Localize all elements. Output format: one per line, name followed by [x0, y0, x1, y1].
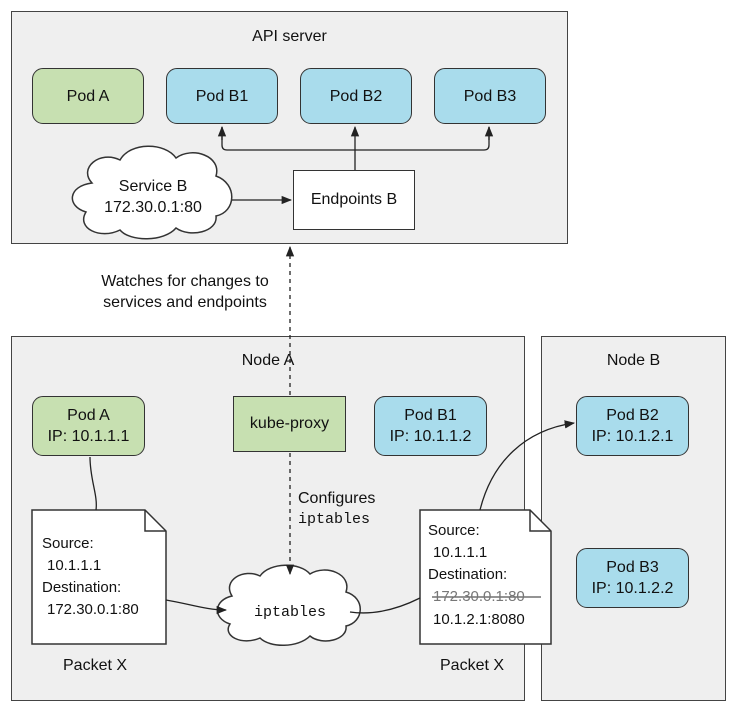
node-a-pod-a-ip: IP: 10.1.1.1 — [47, 428, 130, 445]
node-a-title: Node A — [241, 352, 295, 369]
node-b-pod-b2-ip: IP: 10.1.2.1 — [591, 428, 674, 445]
iptables-to-packet-line — [349, 597, 421, 614]
api-server-title: API server — [252, 28, 327, 45]
packet-left-dest: 172.30.0.1:80 — [47, 601, 139, 618]
api-pod-b2-label: Pod B2 — [329, 87, 383, 105]
api-pod-b1-label: Pod B1 — [195, 87, 249, 105]
service-b-name: Service B — [118, 178, 188, 195]
packet-left-document — [31, 509, 167, 645]
packet-right-source-label: Source: — [428, 522, 480, 539]
watch-label-line2: services and endpoints — [103, 294, 267, 311]
packet-right-source: 10.1.1.1 — [433, 544, 488, 561]
kube-proxy-label: kube-proxy — [249, 415, 330, 432]
pod-a-to-packet-line — [89, 456, 97, 511]
api-pod-a-label: Pod A — [66, 87, 110, 105]
endpoints-b-label: Endpoints B — [310, 191, 398, 208]
packet-right-dest-label: Destination: — [428, 566, 508, 583]
configures-label: Configures iptables — [298, 488, 388, 530]
endpoints-to-pods-connector — [217, 125, 494, 170]
node-b-pod-b3-ip: IP: 10.1.2.2 — [591, 580, 674, 597]
api-pod-b2: Pod B2 — [300, 68, 412, 124]
endpoints-b-box: Endpoints B — [293, 170, 415, 230]
node-a-pod-b1-ip: IP: 10.1.1.2 — [389, 428, 472, 445]
api-pod-a: Pod A — [32, 68, 144, 124]
packet-left-source: 10.1.1.1 — [47, 557, 102, 574]
node-a-pod-b1: Pod B1 IP: 10.1.1.2 — [374, 396, 487, 456]
node-b-title: Node B — [606, 352, 661, 369]
node-a-pod-a: Pod A IP: 10.1.1.1 — [32, 396, 145, 456]
iptables-label: iptables — [253, 604, 326, 621]
packet-left-caption: Packet X — [63, 657, 128, 674]
api-pod-b1: Pod B1 — [166, 68, 278, 124]
packet-left-source-label: Source: — [42, 535, 94, 552]
service-b-label: Service B 172.30.0.1:80 — [88, 176, 218, 218]
service-b-address: 172.30.0.1:80 — [104, 199, 202, 216]
packet-to-pod-b2-arrow — [479, 420, 576, 511]
packet-right-dest-new: 10.1.2.1:8080 — [433, 611, 525, 628]
api-pod-b3: Pod B3 — [434, 68, 546, 124]
packet-to-iptables-arrow — [165, 599, 228, 615]
packet-right-caption: Packet X — [440, 657, 505, 674]
kube-proxy-box: kube-proxy — [233, 396, 346, 452]
configures-iptables-text: iptables — [298, 511, 371, 528]
node-b-pod-b3: Pod B3 IP: 10.1.2.2 — [576, 548, 689, 608]
packet-left-dest-label: Destination: — [42, 579, 122, 596]
node-b-pod-b2-name: Pod B2 — [606, 407, 659, 424]
watch-label-line1: Watches for changes to — [101, 273, 269, 290]
api-pod-b3-label: Pod B3 — [463, 87, 517, 105]
iptables-cloud — [216, 564, 361, 646]
watch-label: Watches for changes to services and endp… — [80, 271, 290, 313]
packet-right-document — [419, 509, 552, 645]
node-b-pod-b3-name: Pod B3 — [606, 559, 659, 576]
service-b-cloud — [71, 145, 233, 240]
node-a-pod-b1-name: Pod B1 — [404, 407, 457, 424]
configures-text: Configures — [298, 490, 376, 507]
packet-right-dest-old: 172.30.0.1:80 — [433, 588, 525, 605]
node-a-pod-a-name: Pod A — [67, 407, 110, 424]
node-b-pod-b2: Pod B2 IP: 10.1.2.1 — [576, 396, 689, 456]
